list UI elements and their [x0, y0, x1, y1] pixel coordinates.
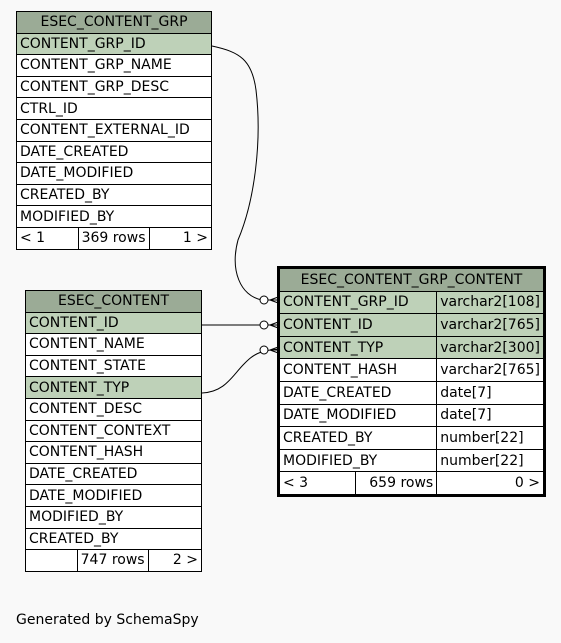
table-name[interactable]: ESEC_CONTENT_GRP	[16, 11, 212, 34]
column-name[interactable]: DATE_MODIFIED	[16, 162, 212, 185]
column-type: date[7]	[436, 403, 544, 428]
table-name[interactable]: ESEC_CONTENT_GRP_CONTENT	[279, 268, 544, 292]
column-name[interactable]: CONTENT_EXTERNAL_ID	[16, 118, 212, 142]
column-name[interactable]: CONTENT_GRP_NAME	[16, 54, 212, 77]
table-row: CONTENT_DESC	[25, 397, 202, 421]
column-name[interactable]: CONTENT_GRP_ID	[278, 290, 438, 315]
column-name[interactable]: CONTENT_HASH	[25, 441, 202, 464]
column-type: number[22]	[436, 448, 544, 473]
table-row: CONTENT_GRP_ID	[16, 32, 212, 56]
column-type: varchar2[108]	[436, 290, 544, 315]
table-name[interactable]: ESEC_CONTENT	[25, 290, 202, 313]
table-row: CREATED_BY	[25, 527, 202, 551]
column-name[interactable]: DATE_MODIFIED	[25, 484, 202, 507]
optional-marker-icon	[259, 320, 269, 330]
children-link[interactable]: 2 >	[147, 549, 203, 572]
row-count: 659 rows	[355, 471, 438, 495]
generated-by-note: Generated by SchemaSpy	[16, 612, 199, 628]
column-name[interactable]: CREATED_BY	[25, 527, 202, 551]
column-name[interactable]: CONTENT_TYP	[25, 376, 202, 399]
table-row: CONTENT_HASH	[25, 441, 202, 464]
table-row: MODIFIED_BY	[16, 205, 212, 228]
table-row: CONTENT_TYP	[25, 376, 202, 399]
column-type: varchar2[765]	[436, 358, 544, 382]
table-header-row: ESEC_CONTENT_GRP_CONTENT	[279, 268, 544, 292]
table-row: DATE_MODIFIED	[16, 162, 212, 185]
column-name[interactable]: CONTENT_STATE	[25, 354, 202, 378]
column-name[interactable]: CREATED_BY	[16, 183, 212, 207]
column-name[interactable]: CONTENT_CONTEXT	[25, 419, 202, 443]
row-count: 747 rows	[76, 549, 149, 572]
table-row: CONTENT_EXTERNAL_ID	[16, 118, 212, 142]
children-link[interactable]: 1 >	[148, 226, 212, 250]
table-row: MODIFIED_BY	[25, 505, 202, 529]
column-type: varchar2[300]	[436, 335, 544, 360]
column-name[interactable]: DATE_CREATED	[278, 380, 438, 405]
parents-link[interactable]: < 1	[16, 226, 79, 250]
table-row: CTRL_ID	[16, 97, 212, 120]
children-link[interactable]: 0 >	[436, 471, 544, 495]
table-row: DATE_CREATED	[25, 462, 202, 486]
row-count: 369 rows	[77, 226, 150, 250]
column-name[interactable]: CONTENT_HASH	[278, 358, 438, 382]
column-name[interactable]: CONTENT_ID	[25, 311, 202, 335]
column-name[interactable]: CONTENT_GRP_ID	[16, 32, 212, 56]
table-row: CONTENT_NAME	[25, 333, 202, 356]
column-type: varchar2[765]	[436, 313, 544, 337]
table-header-row: ESEC_CONTENT	[25, 290, 202, 313]
parents-link[interactable]	[25, 549, 78, 572]
optional-marker-icon	[259, 295, 269, 305]
relationship-line-content-typ	[201, 348, 282, 394]
relationship-line-content-grp-id	[211, 45, 281, 301]
column-type: date[7]	[436, 380, 544, 405]
column-name[interactable]: DATE_MODIFIED	[278, 403, 438, 428]
optional-marker-icon	[259, 345, 269, 355]
column-name[interactable]: CTRL_ID	[16, 97, 212, 120]
table-row: CONTENT_ID	[25, 311, 202, 335]
column-name[interactable]: CONTENT_GRP_DESC	[16, 75, 212, 99]
table-row: DATE_CREATED	[16, 140, 212, 164]
column-name[interactable]: MODIFIED_BY	[25, 505, 202, 529]
parents-link[interactable]: < 3	[278, 471, 357, 495]
table-row: CONTENT_GRP_DESC	[16, 75, 212, 99]
table-row: CONTENT_GRP_NAME	[16, 54, 212, 77]
column-name[interactable]: CONTENT_NAME	[25, 333, 202, 356]
column-name[interactable]: MODIFIED_BY	[278, 448, 438, 473]
column-name[interactable]: DATE_CREATED	[16, 140, 212, 164]
table-row: DATE_MODIFIED	[25, 484, 202, 507]
column-name[interactable]: MODIFIED_BY	[16, 205, 212, 228]
table-row: CREATED_BY	[16, 183, 212, 207]
table-row: CONTENT_STATE	[25, 354, 202, 378]
column-name[interactable]: CREATED_BY	[278, 426, 438, 450]
table-row: CONTENT_CONTEXT	[25, 419, 202, 443]
column-name[interactable]: DATE_CREATED	[25, 462, 202, 486]
table-header-row: ESEC_CONTENT_GRP	[16, 11, 212, 34]
column-name[interactable]: CONTENT_DESC	[25, 397, 202, 421]
column-type: number[22]	[436, 426, 544, 450]
column-name[interactable]: CONTENT_TYP	[278, 335, 438, 360]
column-name[interactable]: CONTENT_ID	[278, 313, 438, 337]
